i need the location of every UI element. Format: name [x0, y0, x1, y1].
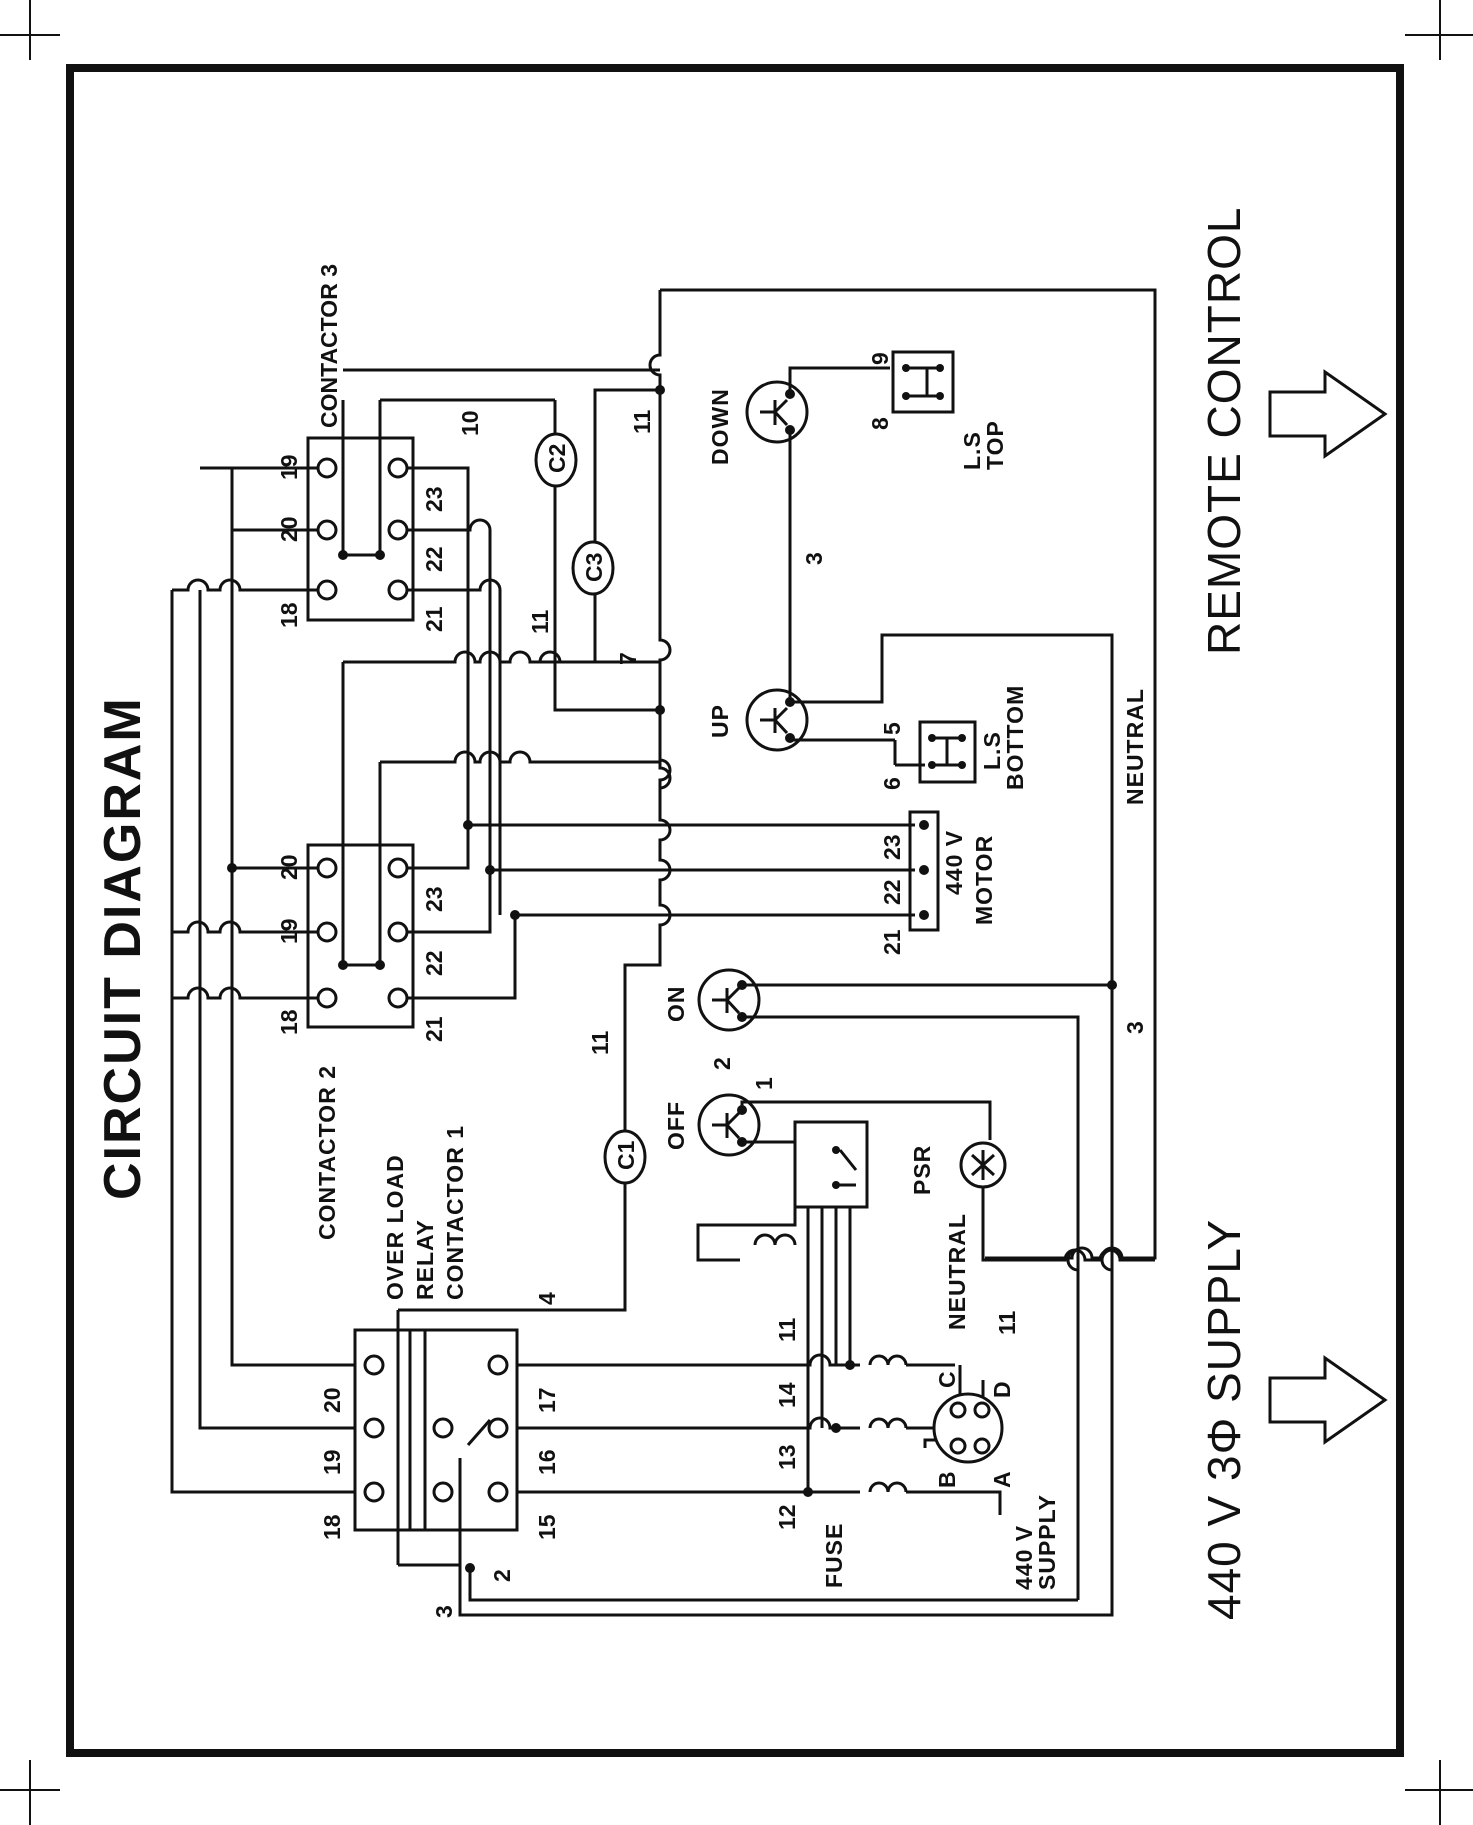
neutral-crossings	[1066, 1248, 1113, 1272]
motor-term-21: 21	[879, 929, 905, 955]
contactor-3	[306, 400, 415, 622]
wire-number-3-top: 3	[801, 552, 827, 565]
motor-feed-wires	[343, 466, 915, 1000]
psr-lamp-icon	[959, 1141, 1007, 1189]
ls-top-label-1: L.S	[959, 431, 985, 470]
relay-term-20: 20	[319, 1387, 345, 1413]
page-title: CIRCUIT DIAGRAM	[94, 696, 152, 1200]
supply-440-label-1: 440 V	[1011, 1525, 1037, 1590]
wire-number-2-on: 2	[709, 1057, 735, 1070]
up-button-label: UP	[707, 704, 733, 738]
c3-term-22: 22	[421, 546, 447, 572]
motor-terminal-block	[908, 810, 940, 932]
motor-label-1: 440 V	[941, 830, 967, 895]
ls-top	[891, 350, 955, 414]
plug-label-c: C	[934, 1370, 960, 1388]
neutral-label-right: NEUTRAL	[1122, 688, 1148, 805]
neutral-label-bottom: NEUTRAL	[944, 1213, 970, 1330]
c3-term-23: 23	[421, 486, 447, 512]
motor-term-22: 22	[879, 879, 905, 905]
off-button-label: OFF	[663, 1101, 689, 1150]
on-button	[697, 968, 761, 1032]
frame-border	[66, 64, 1404, 1757]
fuse-label: FUSE	[821, 1523, 847, 1588]
wire-number-1: 1	[751, 1077, 777, 1090]
wire-number-6: 6	[879, 777, 905, 790]
wire-number-2-relay: 2	[489, 1569, 515, 1582]
fuse-term-13: 13	[774, 1444, 800, 1470]
overload-relay	[353, 1310, 519, 1573]
ls-bottom-label-2: BOTTOM	[1002, 685, 1028, 790]
relay-term-18: 18	[319, 1514, 345, 1540]
wire-number-9: 9	[867, 352, 893, 365]
wire-number-7: 7	[615, 652, 641, 665]
supply-plug	[932, 1392, 1004, 1464]
wire-number-11-neutral: 11	[994, 1310, 1020, 1335]
plug-label-d: D	[989, 1380, 1015, 1398]
c2-term-22: 22	[421, 950, 447, 976]
wire-number-3-bottom: 3	[431, 1605, 457, 1618]
relay-term-19: 19	[319, 1449, 345, 1475]
coil-c2-label: C2	[544, 444, 570, 473]
psr-label: PSR	[909, 1145, 935, 1195]
plug-label-a: A	[989, 1470, 1015, 1488]
on-button-label: ON	[663, 986, 689, 1023]
left-bus-wires	[170, 466, 355, 1494]
coil-c2	[534, 432, 578, 488]
c2-term-23: 23	[421, 886, 447, 912]
ls-bottom	[918, 720, 977, 784]
relay-term-17: 17	[534, 1387, 560, 1413]
coil-c3-label: C3	[581, 553, 607, 582]
c3-term-18: 18	[276, 602, 302, 628]
remote-arrow-icon	[1268, 369, 1388, 459]
contactor-2-label: CONTACTOR 2	[314, 1065, 340, 1240]
supply-caption: 440 V 3Φ SUPPLY	[1198, 1219, 1250, 1620]
down-button	[745, 380, 809, 444]
relay-term-15: 15	[534, 1514, 560, 1540]
ls-bottom-label-1: L.S	[979, 731, 1005, 770]
off-button	[697, 1093, 761, 1157]
plug-label-b: B	[934, 1470, 960, 1488]
relay-term-16: 16	[534, 1449, 560, 1475]
supply-440-label-2: SUPPLY	[1034, 1494, 1060, 1590]
fuse-term-11: 11	[774, 1317, 800, 1342]
wire-number-11-mid: 11	[527, 609, 553, 634]
wire-number-11-c1: 11	[587, 1030, 613, 1055]
wire-number-11-top: 11	[629, 409, 655, 434]
remote-control-caption: REMOTE CONTROL	[1198, 207, 1250, 655]
supply-arrow-icon	[1268, 1355, 1388, 1445]
ls-top-label-2: TOP	[982, 420, 1008, 470]
coil-c3	[571, 540, 615, 596]
coil-c1-label: C1	[613, 1140, 639, 1170]
wire-number-4: 4	[534, 1292, 560, 1305]
overload-relay-label-1: OVER LOAD	[382, 1154, 408, 1300]
contactor-3-label: CONTACTOR 3	[316, 264, 342, 428]
c2-term-18: 18	[276, 1009, 302, 1035]
up-button	[745, 688, 809, 752]
psr-box	[793, 1120, 869, 1209]
overload-relay-label-3: CONTACTOR 1	[442, 1125, 468, 1300]
c1-to-relay-wire	[398, 1183, 627, 1312]
c3-term-21: 21	[421, 606, 447, 632]
wire-number-10: 10	[457, 410, 483, 436]
overload-relay-label-2: RELAY	[412, 1219, 438, 1300]
wire-number-5: 5	[879, 722, 905, 735]
motor-term-23: 23	[879, 834, 905, 860]
wire-number-3-right: 3	[1122, 1021, 1148, 1034]
contactor-2	[306, 662, 415, 1029]
fuse-term-14: 14	[774, 1382, 800, 1408]
motor-label-2: MOTOR	[971, 835, 997, 925]
wire-number-8: 8	[867, 417, 893, 430]
c2-term-21: 21	[421, 1016, 447, 1042]
supply-wires	[458, 985, 1155, 1617]
down-button-label: DOWN	[707, 388, 733, 465]
fuse-term-12: 12	[774, 1504, 800, 1530]
button-wires	[740, 366, 1114, 1600]
